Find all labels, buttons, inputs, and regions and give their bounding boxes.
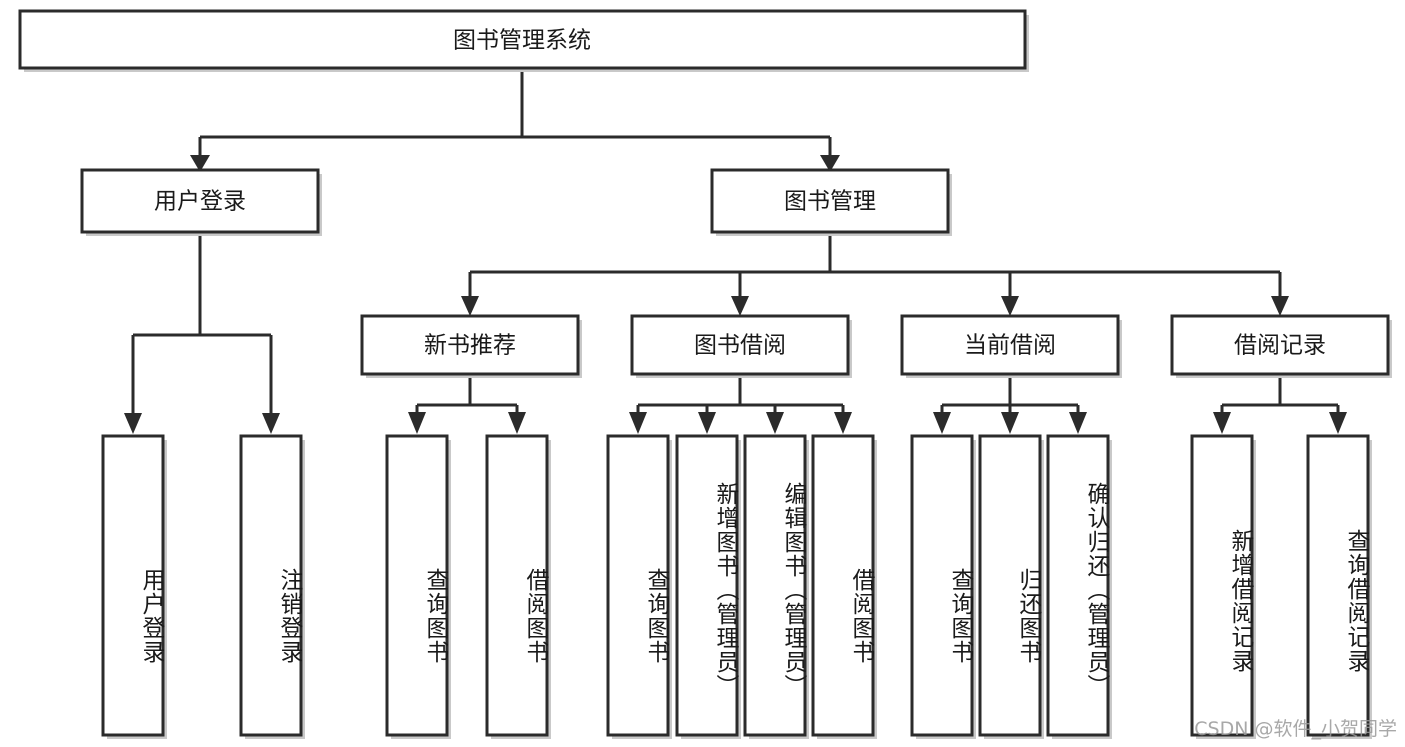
node-box-leaf-logout[interactable]: [239, 434, 303, 737]
arrow-to-borrow-record: [1271, 296, 1289, 316]
arrow-leaf-borrow-book-2: [834, 412, 852, 434]
node-box-book-management[interactable]: [710, 168, 950, 234]
node-label-root: 图书管理系统: [453, 28, 591, 54]
connector-group: [124, 68, 1347, 434]
arrow-leaf-user-login: [124, 413, 142, 434]
arrow-to-book-management: [820, 155, 840, 172]
node-label-new-book-recommend: 新书推荐: [424, 333, 516, 359]
node-box-leaf-query-book-3[interactable]: [910, 434, 974, 737]
node-box-user-login[interactable]: [80, 168, 320, 234]
arrow-to-new-book-recommend: [461, 296, 479, 316]
node-box-root[interactable]: [18, 9, 1027, 70]
arrow-leaf-confirm-return: [1069, 412, 1087, 434]
node-box-leaf-query-book-1[interactable]: [385, 434, 449, 737]
arrow-leaf-query-book-1: [408, 412, 426, 434]
arrow-to-current-borrow: [1001, 296, 1019, 316]
arrow-leaf-query-book-3: [933, 412, 951, 434]
arrow-to-book-borrow: [731, 296, 749, 316]
node-box-leaf-add-record[interactable]: [1190, 434, 1254, 737]
node-box-current-borrow[interactable]: [900, 314, 1120, 376]
node-box-leaf-add-book[interactable]: [675, 434, 739, 737]
node-label-borrow-record: 借阅记录: [1234, 333, 1326, 359]
node-group: 图书管理系统 用户登录 图书管理 新书推荐 图书借阅 当前借阅 借阅记录: [18, 9, 1392, 739]
arrow-leaf-return-book: [1001, 412, 1019, 434]
node-label-user-login: 用户登录: [154, 189, 246, 215]
node-box-leaf-borrow-book-2[interactable]: [811, 434, 875, 737]
node-box-book-borrow[interactable]: [630, 314, 850, 376]
node-box-leaf-borrow-book-1[interactable]: [485, 434, 549, 737]
arrow-leaf-edit-book: [766, 412, 784, 434]
node-box-borrow-record[interactable]: [1170, 314, 1390, 376]
node-box-leaf-query-book-2[interactable]: [606, 434, 670, 737]
arrow-to-user-login: [190, 155, 210, 172]
arrow-leaf-add-book: [698, 412, 716, 434]
arrow-leaf-query-record: [1329, 412, 1347, 434]
arrow-leaf-add-record: [1213, 412, 1231, 434]
node-label-book-borrow: 图书借阅: [694, 333, 786, 359]
node-box-leaf-edit-book[interactable]: [743, 434, 807, 737]
node-label-current-borrow: 当前借阅: [964, 333, 1056, 359]
watermark-text: CSDN @软件_小贺同学: [1194, 718, 1397, 740]
arrow-leaf-borrow-book-1: [508, 412, 526, 434]
node-box-leaf-confirm-return[interactable]: [1046, 434, 1110, 737]
node-box-leaf-return-book[interactable]: [978, 434, 1042, 737]
node-box-leaf-user-login[interactable]: [101, 434, 165, 737]
node-box-leaf-query-record[interactable]: [1306, 434, 1370, 737]
node-label-book-management: 图书管理: [784, 189, 876, 215]
node-box-new-book-recommend[interactable]: [360, 314, 580, 376]
arrow-leaf-query-book-2: [629, 412, 647, 434]
arrow-leaf-logout: [262, 413, 280, 434]
